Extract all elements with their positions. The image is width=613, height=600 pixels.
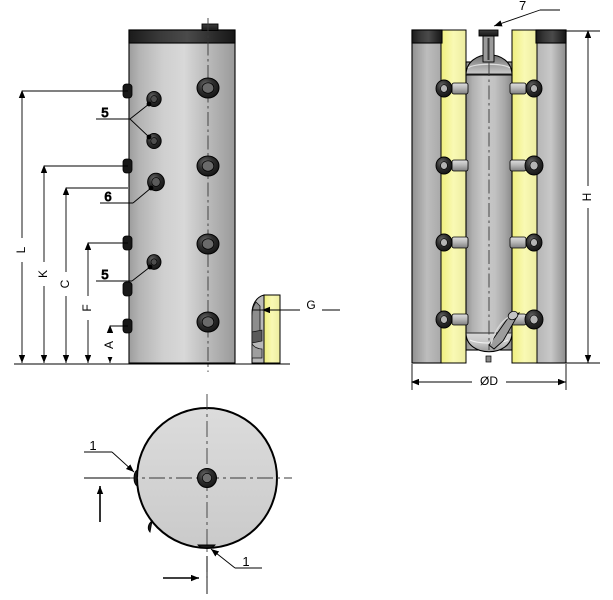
callout-5-upper-leader-b bbox=[129, 118, 152, 140]
callout-1-left-leader bbox=[111, 451, 135, 473]
section-port-left-3 bbox=[435, 233, 469, 252]
section-view bbox=[411, 29, 567, 364]
section-port-right-2 bbox=[509, 155, 544, 176]
front-dimension-stack bbox=[18, 90, 128, 363]
sleeve bbox=[451, 313, 469, 326]
bottom-dome-highlight bbox=[469, 339, 509, 344]
label-mask-C bbox=[59, 272, 73, 296]
dip-tube-highlight bbox=[490, 316, 510, 345]
flange-port-3-bore bbox=[201, 238, 215, 250]
sleeve bbox=[451, 159, 469, 172]
bore bbox=[440, 315, 448, 324]
section-port-right-1 bbox=[509, 79, 543, 98]
side-port-4 bbox=[122, 281, 133, 297]
sleeve bbox=[509, 236, 527, 249]
label-mask-L bbox=[15, 238, 29, 262]
front-top-cap bbox=[128, 29, 236, 44]
bore bbox=[529, 160, 539, 171]
view-arrow-left bbox=[84, 477, 130, 522]
label-mask-H bbox=[581, 186, 595, 208]
internal-dip-tube bbox=[488, 310, 521, 350]
insulation-cutaway bbox=[263, 294, 281, 364]
callout-1-left: 1 bbox=[84, 438, 135, 473]
section-port-left-4 bbox=[435, 310, 469, 329]
top-view-centre-port-bore bbox=[202, 473, 212, 483]
front-dimension-labels: L K C F A bbox=[14, 238, 117, 357]
front-top-fitting bbox=[201, 23, 219, 31]
dip-tube-mouth bbox=[507, 310, 519, 321]
view-arrow-bottom bbox=[163, 556, 208, 594]
sensor-port-c-bore bbox=[151, 177, 161, 187]
bottom-drain-nub bbox=[485, 355, 492, 363]
dimension-label-K: K bbox=[36, 270, 50, 278]
sleeve bbox=[451, 82, 469, 95]
bore bbox=[530, 84, 538, 93]
callout-1-bottom-leader bbox=[210, 548, 236, 569]
dimension-label-L: L bbox=[14, 246, 28, 253]
dimension-label-G: G bbox=[306, 298, 315, 312]
front-callouts: 5 6 5 bbox=[96, 101, 154, 283]
sleeve bbox=[509, 82, 527, 95]
bore bbox=[440, 238, 448, 247]
callout-label-6: 6 bbox=[104, 189, 111, 204]
section-port-left-2 bbox=[435, 156, 469, 175]
flange-port-1-bore bbox=[201, 82, 215, 94]
cutaway-detail-lower bbox=[251, 342, 263, 359]
bore bbox=[440, 84, 448, 93]
callout-label-1-bottom: 1 bbox=[242, 554, 249, 569]
callout-label-5-upper: 5 bbox=[101, 105, 108, 120]
label-mask-F bbox=[81, 296, 95, 320]
section-ports-left bbox=[435, 79, 469, 329]
top-view bbox=[122, 394, 292, 578]
bore bbox=[529, 314, 539, 325]
top-view-port-bottom bbox=[197, 544, 216, 549]
bore bbox=[440, 161, 448, 170]
sensor-port-a-bore bbox=[150, 95, 158, 103]
callout-5-lower-leader bbox=[131, 264, 153, 282]
callout-7-leader bbox=[493, 9, 541, 27]
top-view-port-left bbox=[133, 469, 138, 487]
cutaway-detail-upper bbox=[251, 329, 263, 344]
section-outer-shell-left bbox=[411, 29, 443, 364]
flange-port-2-bore bbox=[201, 160, 215, 172]
label-mask-G bbox=[300, 297, 322, 313]
sensor-port-b-bore bbox=[150, 137, 158, 145]
label-mask-A bbox=[103, 333, 117, 357]
callout-G: G bbox=[252, 297, 340, 314]
label-mask-D bbox=[472, 372, 506, 390]
callout-label-7: 7 bbox=[519, 0, 526, 13]
front-view bbox=[14, 18, 290, 372]
flange-port-4-bore bbox=[201, 316, 215, 328]
dimension-label-A: A bbox=[102, 341, 116, 349]
front-tank-body bbox=[128, 29, 236, 364]
sleeve bbox=[451, 236, 469, 249]
top-neck-flange bbox=[478, 29, 499, 37]
label-mask-K bbox=[37, 262, 51, 286]
callout-label-5-lower: 5 bbox=[101, 267, 108, 282]
section-port-right-3 bbox=[509, 233, 543, 252]
section-cap-left bbox=[411, 29, 443, 44]
section-port-left-1 bbox=[435, 79, 469, 98]
callout-label-1-left: 1 bbox=[89, 438, 96, 453]
bore bbox=[530, 238, 538, 247]
dimension-label-H: H bbox=[580, 193, 594, 202]
callout-6-leader bbox=[132, 185, 154, 204]
front-flange-ports bbox=[196, 77, 220, 333]
callout-5-upper-leader-a bbox=[129, 101, 152, 120]
dimension-label-F: F bbox=[80, 304, 94, 311]
dimension-label-C: C bbox=[58, 279, 72, 288]
sleeve bbox=[509, 159, 527, 172]
section-cap-right bbox=[535, 29, 567, 44]
top-view-port-lower-left bbox=[147, 519, 153, 533]
sensor-port-d-bore bbox=[150, 258, 158, 266]
callout-1-bottom: 1 bbox=[210, 548, 262, 569]
callout-7: 7 bbox=[493, 0, 560, 27]
dimension-label-D: ØD bbox=[480, 374, 498, 388]
